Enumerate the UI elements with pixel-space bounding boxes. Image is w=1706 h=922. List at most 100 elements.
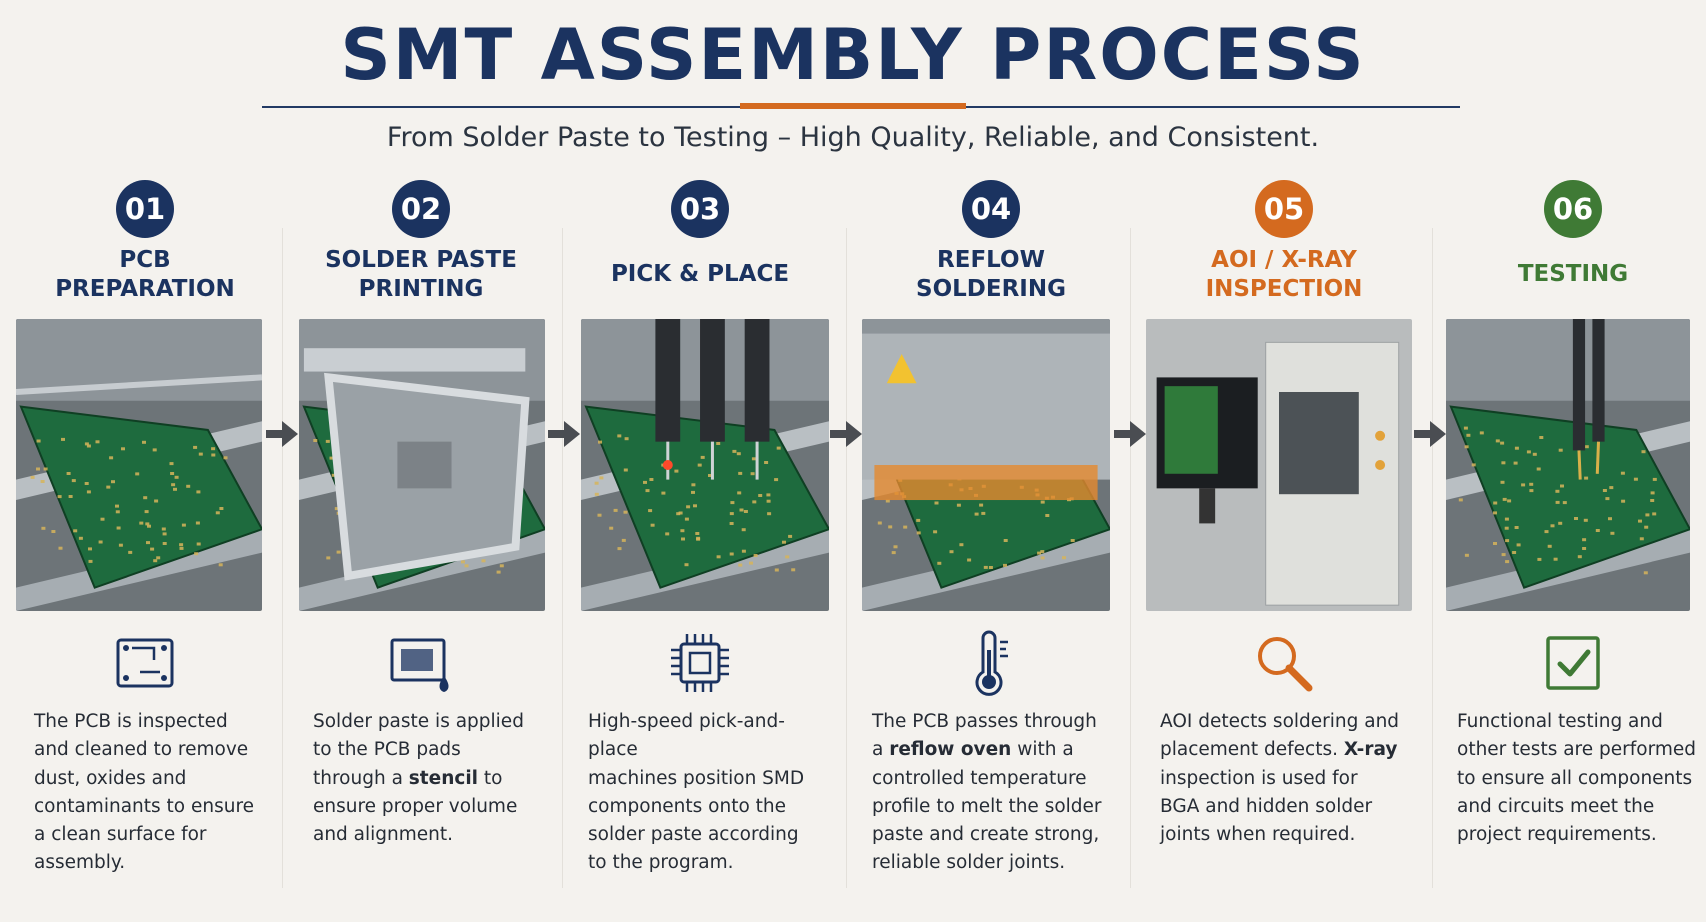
description-line: inspection is used for <box>1160 765 1400 793</box>
description-line: BGA and hidden solder <box>1160 793 1400 821</box>
description-text: other tests are performed <box>1457 739 1697 761</box>
description-text: and alignment. <box>313 824 454 846</box>
description-emphasis: reflow oven <box>889 739 1012 761</box>
description-line: to the PCB pads <box>313 736 553 764</box>
step-title-line: SOLDERING <box>916 276 1066 302</box>
description-line: Solder paste is applied <box>313 708 553 736</box>
description-text: joints when required. <box>1160 824 1356 846</box>
description-text: to the PCB pads <box>313 739 461 761</box>
description-text: The PCB is inspected <box>34 711 228 732</box>
description-text: BGA and hidden solder <box>1160 795 1373 817</box>
title-divider-accent <box>740 103 966 109</box>
description-text: ensure proper volume <box>313 795 518 817</box>
description-line: dust, oxides and <box>34 765 274 793</box>
description-line: and circuits meet the <box>1457 793 1697 821</box>
description-text: to ensure all components <box>1457 767 1693 789</box>
description-text: solder paste according <box>588 824 799 846</box>
column-separator <box>282 228 283 888</box>
description-line: Functional testing and <box>1457 708 1697 736</box>
description-line: reliable solder joints. <box>872 849 1112 877</box>
description-text: inspection is used for <box>1160 767 1358 789</box>
step-title-line: TESTING <box>1517 261 1629 287</box>
description-text: controlled temperature <box>872 767 1087 789</box>
description-line: assembly. <box>34 849 274 877</box>
step-photo <box>16 319 262 611</box>
magnifier-icon <box>1249 628 1319 698</box>
description-line: The PCB passes through <box>872 708 1112 736</box>
step-title-line: AOI / X-RAY <box>1211 247 1357 273</box>
description-line: placement defects. X-ray <box>1160 736 1400 764</box>
description-text: to the program. <box>588 852 734 874</box>
description-text: and circuits meet the <box>1457 795 1655 817</box>
step-photo-illustration <box>1446 319 1690 611</box>
step-description: High-speed pick-and-place machines positi… <box>588 708 828 878</box>
thermometer-icon <box>956 628 1026 698</box>
description-text: contaminants to ensure <box>34 795 255 817</box>
description-line: ensure proper volume <box>313 793 553 821</box>
description-text: High-speed pick-and-place <box>588 711 785 761</box>
description-line: AOI detects soldering and <box>1160 708 1400 736</box>
description-line: controlled temperature <box>872 765 1112 793</box>
description-text: and cleaned to remove <box>34 739 249 761</box>
description-line: project requirements. <box>1457 821 1697 849</box>
step-number-badge: 04 <box>962 180 1020 238</box>
description-line: a clean surface for <box>34 821 274 849</box>
step-title: TESTING <box>1443 260 1703 289</box>
description-emphasis: X-ray <box>1343 739 1398 761</box>
description-text: machines position SMD <box>588 767 805 789</box>
page-subtitle: From Solder Paste to Testing – High Qual… <box>386 122 1320 153</box>
step-photo <box>1146 319 1412 611</box>
description-line: joints when required. <box>1160 821 1400 849</box>
step-photo <box>581 319 829 611</box>
step-photo-illustration <box>862 319 1110 611</box>
step-number-badge: 02 <box>392 180 450 238</box>
description-text: components onto the <box>588 795 787 817</box>
step-number-badge: 05 <box>1255 180 1313 238</box>
description-text: assembly. <box>34 852 126 874</box>
description-line: and cleaned to remove <box>34 736 274 764</box>
flow-arrow-icon <box>548 421 580 447</box>
description-line: to ensure all components <box>1457 765 1697 793</box>
description-text: a <box>872 739 890 761</box>
description-emphasis: stencil <box>408 767 479 789</box>
pcb-board-icon <box>110 628 180 698</box>
column-separator <box>1130 228 1131 888</box>
description-line: paste and create strong, <box>872 821 1112 849</box>
description-line: contaminants to ensure <box>34 793 274 821</box>
description-line: solder paste according <box>588 821 828 849</box>
description-text: a clean surface for <box>34 824 207 846</box>
description-text: through a <box>313 767 409 789</box>
flow-arrow-icon <box>1114 421 1146 447</box>
step-photo <box>1446 319 1690 611</box>
step-photo-illustration <box>299 319 545 611</box>
description-line: other tests are performed <box>1457 736 1697 764</box>
description-text: AOI detects soldering and <box>1160 711 1400 732</box>
step-description: Solder paste is applied to the PCB pads th… <box>313 708 553 849</box>
description-line: The PCB is inspected <box>34 708 274 736</box>
description-text: The PCB passes through <box>872 711 1097 732</box>
step-photo <box>862 319 1110 611</box>
description-line: to the program. <box>588 849 828 877</box>
description-line: High-speed pick-and-place <box>588 708 828 765</box>
step-description: Functional testing and other tests are pe… <box>1457 708 1697 849</box>
stencil-paste-icon <box>386 628 456 698</box>
description-line: machines position SMD <box>588 765 828 793</box>
description-text: paste and create strong, <box>872 824 1100 846</box>
description-text: project requirements. <box>1457 824 1657 846</box>
step-description: The PCB is inspected and cleaned to remov… <box>34 708 274 878</box>
description-text: Functional testing and <box>1457 711 1663 732</box>
step-number-badge: 06 <box>1544 180 1602 238</box>
flow-arrow-icon <box>1414 421 1446 447</box>
step-title-line: INSPECTION <box>1205 276 1363 302</box>
step-title: AOI / X-RAY INSPECTION <box>1154 246 1414 304</box>
description-line: a reflow oven with a <box>872 736 1112 764</box>
step-title-line: SOLDER PASTE <box>325 247 517 273</box>
description-text: with a <box>1011 739 1074 761</box>
column-separator <box>1432 228 1433 888</box>
description-text: dust, oxides and <box>34 767 187 789</box>
step-photo-illustration <box>16 319 262 611</box>
column-separator <box>562 228 563 888</box>
